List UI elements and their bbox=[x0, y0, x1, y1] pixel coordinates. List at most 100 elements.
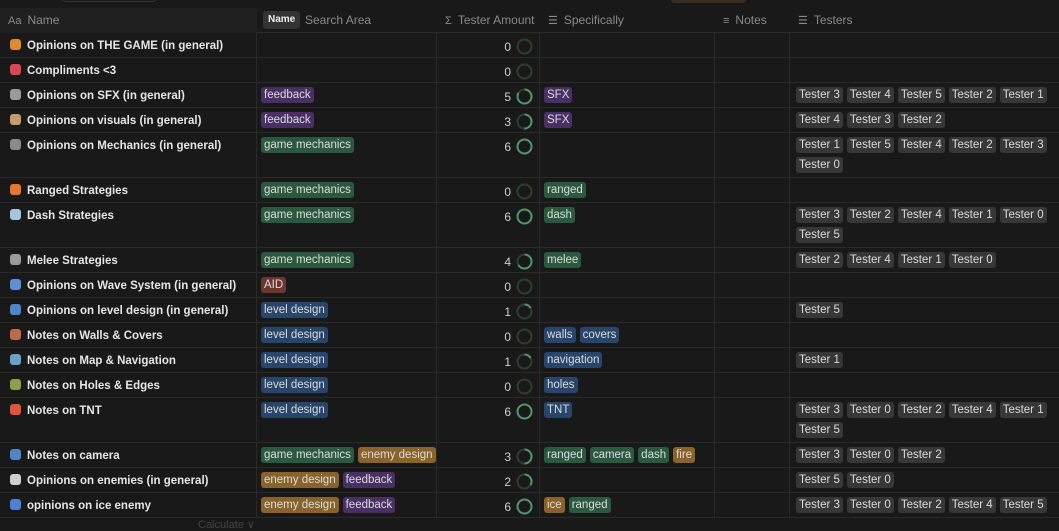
name-cell[interactable]: Notes on TNT bbox=[0, 398, 257, 442]
specifically-cell[interactable] bbox=[540, 33, 715, 57]
testers-cell[interactable] bbox=[790, 273, 1059, 297]
specifically-cell[interactable] bbox=[540, 58, 715, 82]
specifically-cell[interactable] bbox=[540, 468, 715, 492]
notes-cell[interactable] bbox=[715, 373, 790, 397]
name-cell[interactable]: Notes on Holes & Edges bbox=[0, 373, 257, 397]
specifically-cell[interactable]: SFX bbox=[540, 108, 715, 132]
name-cell[interactable]: Dash Strategies bbox=[0, 203, 257, 247]
table-row[interactable]: Opinions on visuals (in general)feedback… bbox=[0, 108, 1059, 133]
search-area-cell[interactable]: level design bbox=[257, 398, 437, 442]
name-cell[interactable]: Notes on camera bbox=[0, 443, 257, 467]
name-cell[interactable]: Notes on Map & Navigation bbox=[0, 348, 257, 372]
specifically-cell[interactable]: ranged bbox=[540, 178, 715, 202]
specifically-cell[interactable]: SFX bbox=[540, 83, 715, 107]
name-cell[interactable]: Opinions on enemies (in general) bbox=[0, 468, 257, 492]
testers-cell[interactable]: Tester 5 bbox=[790, 298, 1059, 322]
name-cell[interactable]: Notes on Walls & Covers bbox=[0, 323, 257, 347]
name-cell[interactable]: Ranged Strategies bbox=[0, 178, 257, 202]
notes-cell[interactable] bbox=[715, 178, 790, 202]
name-cell[interactable]: Opinions on Wave System (in general) bbox=[0, 273, 257, 297]
notes-cell[interactable] bbox=[715, 203, 790, 247]
notes-cell[interactable] bbox=[715, 298, 790, 322]
name-cell[interactable]: Opinions on THE GAME (in general) bbox=[0, 33, 257, 57]
specifically-cell[interactable]: navigation bbox=[540, 348, 715, 372]
column-header-notes[interactable]: ≡Notes bbox=[723, 13, 767, 27]
search-area-cell[interactable]: game mechanics bbox=[257, 178, 437, 202]
notes-cell[interactable] bbox=[715, 493, 790, 517]
search-area-cell[interactable]: AID bbox=[257, 273, 437, 297]
testers-cell[interactable] bbox=[790, 58, 1059, 82]
table-row[interactable]: Opinions on Mechanics (in general)game m… bbox=[0, 133, 1059, 178]
column-header-specifically[interactable]: ☰Specifically bbox=[548, 13, 624, 27]
specifically-cell[interactable] bbox=[540, 133, 715, 177]
view-tab[interactable] bbox=[62, 0, 157, 2]
notes-cell[interactable] bbox=[715, 83, 790, 107]
notes-cell[interactable] bbox=[715, 468, 790, 492]
column-header-testers[interactable]: ☰Testers bbox=[798, 13, 853, 27]
search-area-cell[interactable]: level design bbox=[257, 323, 437, 347]
search-area-cell[interactable]: game mechanics bbox=[257, 203, 437, 247]
new-button[interactable] bbox=[671, 0, 746, 3]
name-cell[interactable]: Opinions on level design (in general) bbox=[0, 298, 257, 322]
search-area-cell[interactable]: feedback bbox=[257, 108, 437, 132]
specifically-cell[interactable]: melee bbox=[540, 248, 715, 272]
search-area-cell[interactable]: level design bbox=[257, 298, 437, 322]
name-cell[interactable]: Opinions on SFX (in general) bbox=[0, 83, 257, 107]
search-area-cell[interactable] bbox=[257, 58, 437, 82]
testers-cell[interactable]: Tester 1 bbox=[790, 348, 1059, 372]
notes-cell[interactable] bbox=[715, 58, 790, 82]
specifically-cell[interactable]: TNT bbox=[540, 398, 715, 442]
table-row[interactable]: Opinions on level design (in general)lev… bbox=[0, 298, 1059, 323]
notes-cell[interactable] bbox=[715, 33, 790, 57]
notes-cell[interactable] bbox=[715, 443, 790, 467]
table-row[interactable]: Opinions on THE GAME (in general)0 bbox=[0, 33, 1059, 58]
search-area-cell[interactable]: game mechanics bbox=[257, 133, 437, 177]
column-header-search-area[interactable]: Search Area bbox=[305, 13, 372, 27]
notes-cell[interactable] bbox=[715, 398, 790, 442]
search-area-cell[interactable]: level design bbox=[257, 373, 437, 397]
name-cell[interactable]: Melee Strategies bbox=[0, 248, 257, 272]
search-area-cell[interactable] bbox=[257, 33, 437, 57]
notes-cell[interactable] bbox=[715, 133, 790, 177]
notes-cell[interactable] bbox=[715, 348, 790, 372]
notes-cell[interactable] bbox=[715, 108, 790, 132]
search-area-cell[interactable]: game mechanics bbox=[257, 248, 437, 272]
notes-cell[interactable] bbox=[715, 248, 790, 272]
testers-cell[interactable] bbox=[790, 33, 1059, 57]
specifically-cell[interactable]: holes bbox=[540, 373, 715, 397]
specifically-cell[interactable] bbox=[540, 298, 715, 322]
search-area-cell[interactable]: feedback bbox=[257, 83, 437, 107]
notes-cell[interactable] bbox=[715, 323, 790, 347]
name-cell[interactable]: opinions on ice enemy bbox=[0, 493, 257, 517]
specifically-cell[interactable] bbox=[540, 273, 715, 297]
name-cell[interactable]: Compliments <3 bbox=[0, 58, 257, 82]
search-area-cell[interactable]: level design bbox=[257, 348, 437, 372]
